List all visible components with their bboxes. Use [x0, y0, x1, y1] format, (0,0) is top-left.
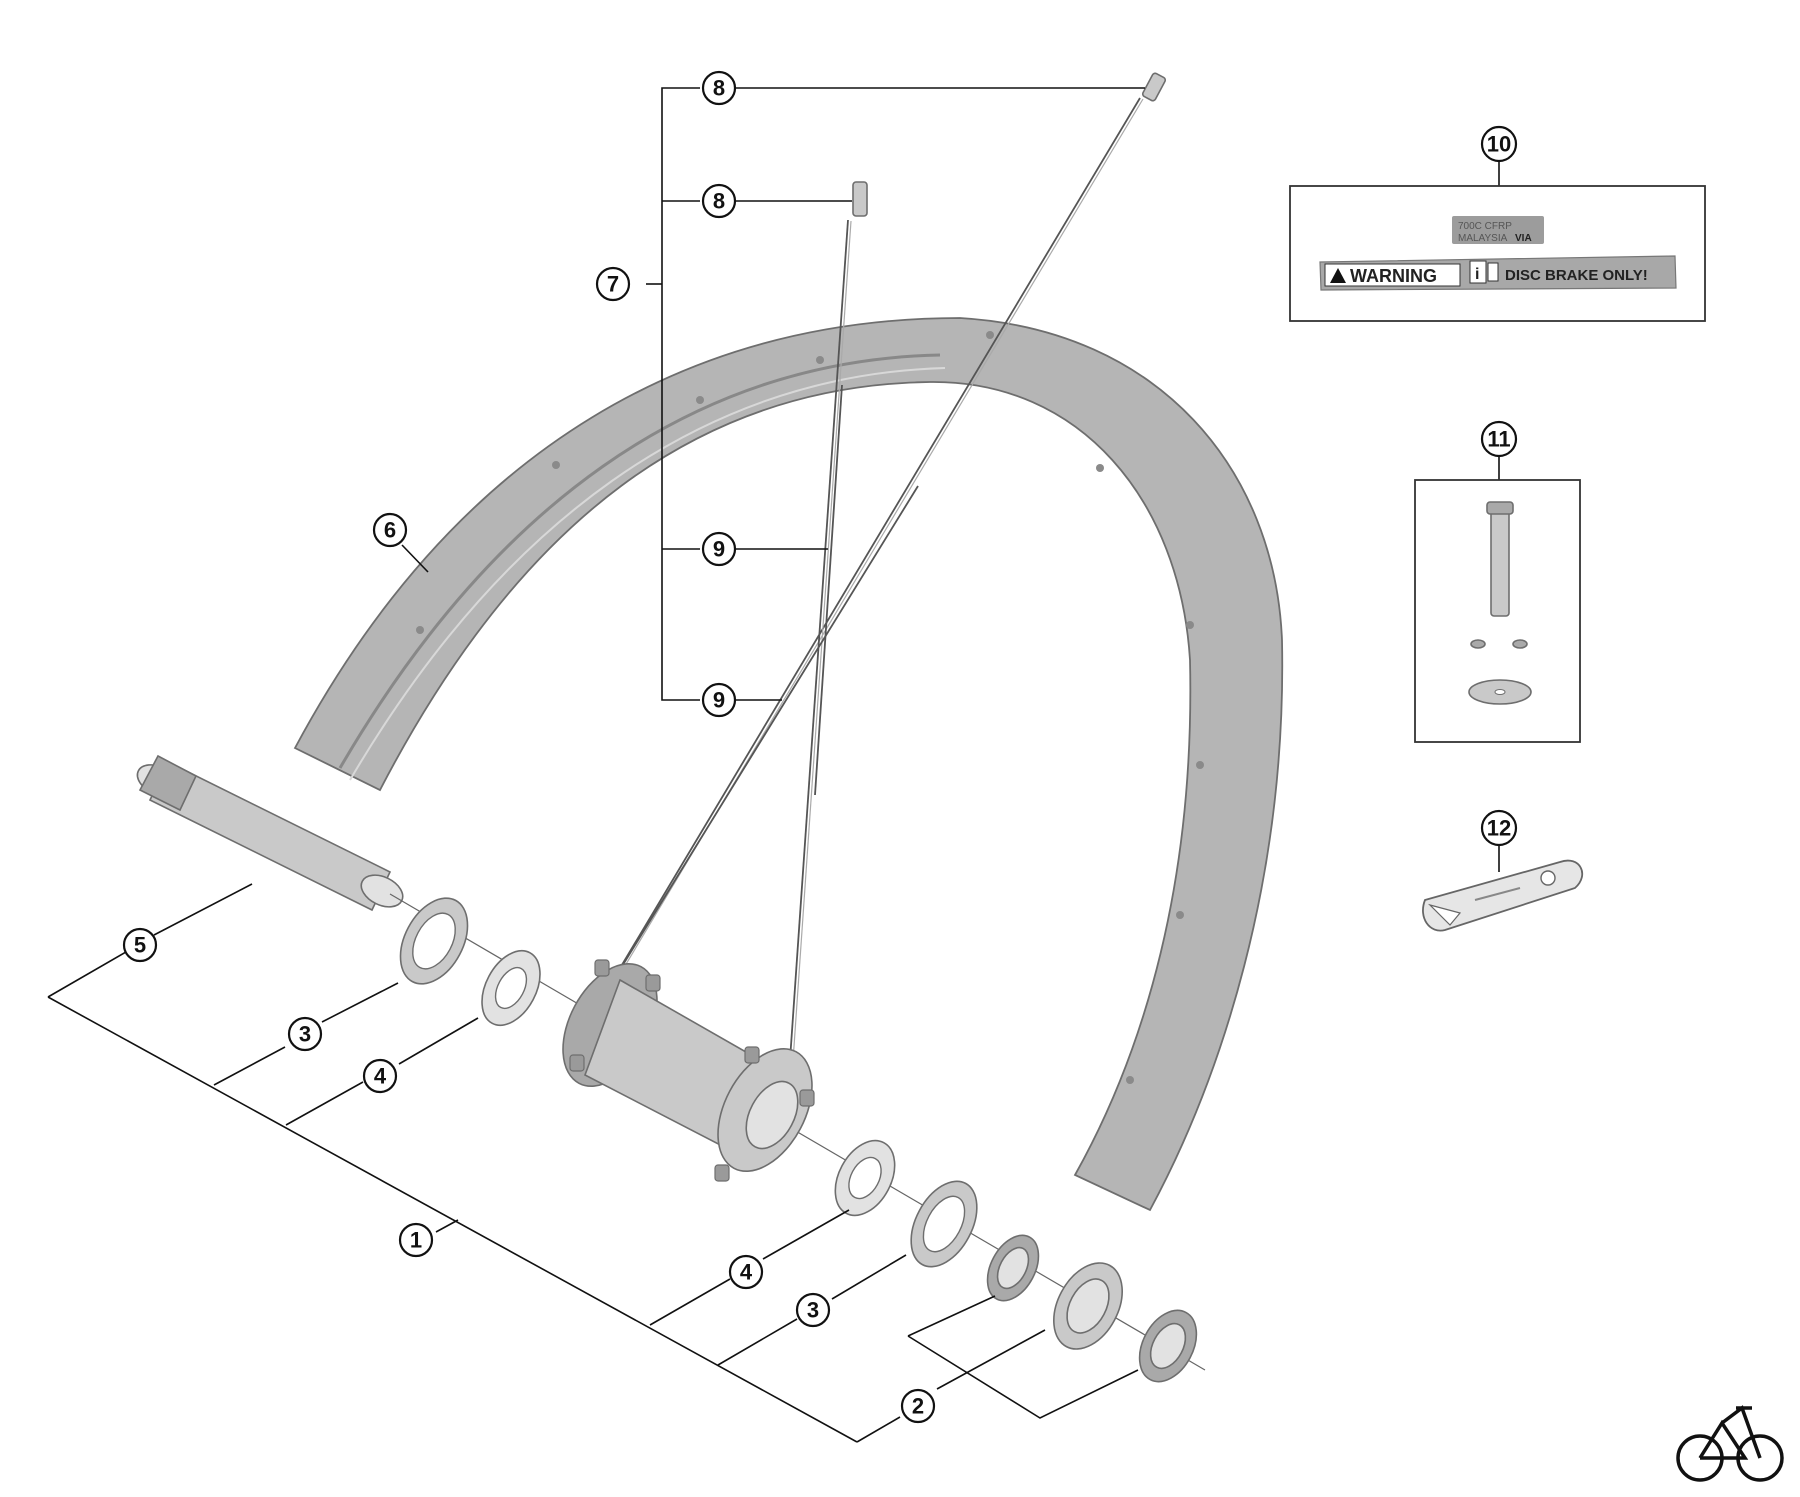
svg-text:1: 1 — [410, 1228, 422, 1253]
callout-4-left[interactable]: 4 — [362, 1058, 398, 1094]
callout-9a[interactable]: 9 — [701, 531, 737, 567]
sticker-warning: WARNING — [1350, 266, 1437, 286]
end-cap-outer — [1138, 1309, 1198, 1383]
callout-9b[interactable]: 9 — [701, 682, 737, 718]
sticker-line1: 700C CFRP — [1458, 221, 1512, 232]
callout-8b[interactable]: 8 — [701, 183, 737, 219]
sticker-set: 700C CFRP MALAYSIA VIA WARNING i DISC BR… — [1289, 185, 1706, 322]
svg-text:4: 4 — [374, 1064, 387, 1089]
callout-markers: 8 8 7 9 9 6 5 3 — [122, 70, 1518, 1424]
end-cap-inner — [986, 1234, 1040, 1302]
bearing-right — [834, 1139, 896, 1217]
callout-6[interactable]: 6 — [372, 512, 408, 548]
svg-text:8: 8 — [713, 189, 725, 214]
spoke-nipple-long — [1141, 72, 1167, 102]
sticker-brand: VIA — [1515, 233, 1532, 244]
spoke-wrench — [1422, 859, 1584, 932]
bearing-left — [481, 949, 541, 1027]
svg-text:12: 12 — [1487, 816, 1511, 841]
callout-1[interactable]: 1 — [398, 1222, 434, 1258]
valve-extender-set — [1414, 479, 1581, 743]
callout-12[interactable]: 12 — [1480, 809, 1518, 847]
axle — [136, 754, 1206, 1371]
callout-3-left[interactable]: 3 — [287, 1016, 323, 1052]
svg-text:4: 4 — [740, 1260, 753, 1285]
spoke-nipple-short — [852, 181, 868, 217]
callout-4-right[interactable]: 4 — [728, 1254, 764, 1290]
callout-3-right[interactable]: 3 — [795, 1292, 831, 1328]
book-icon — [1487, 262, 1499, 282]
callout-2[interactable]: 2 — [900, 1388, 936, 1424]
svg-text:10: 10 — [1487, 132, 1511, 157]
svg-text:7: 7 — [607, 272, 619, 297]
svg-text:5: 5 — [134, 933, 146, 958]
svg-text:2: 2 — [912, 1394, 924, 1419]
svg-text:8: 8 — [713, 76, 725, 101]
sticker-info: i — [1475, 266, 1479, 283]
svg-text:9: 9 — [713, 688, 725, 713]
spokes — [597, 97, 1144, 1062]
callout-5[interactable]: 5 — [122, 927, 158, 963]
svg-text:3: 3 — [299, 1022, 311, 1047]
callout-8a[interactable]: 8 — [701, 70, 737, 106]
sticker-disc: DISC BRAKE ONLY! — [1505, 267, 1648, 284]
callout-11[interactable]: 11 — [1480, 420, 1518, 458]
dust-cap-right — [910, 1180, 978, 1268]
bicycle-icon — [1676, 1405, 1784, 1482]
svg-text:6: 6 — [384, 518, 396, 543]
svg-text:9: 9 — [713, 537, 725, 562]
end-cap-middle — [1053, 1262, 1123, 1350]
rim — [293, 317, 1284, 1212]
hub — [562, 959, 815, 1182]
callout-10[interactable]: 10 — [1480, 125, 1518, 163]
callout-7[interactable]: 7 — [595, 266, 631, 302]
leader-lines — [47, 87, 1500, 1443]
svg-text:11: 11 — [1487, 427, 1510, 452]
svg-text:3: 3 — [807, 1298, 819, 1323]
dust-cap-left — [399, 897, 469, 985]
sticker-line2: MALAYSIA — [1458, 233, 1508, 244]
warning-triangle-icon — [1330, 268, 1346, 283]
